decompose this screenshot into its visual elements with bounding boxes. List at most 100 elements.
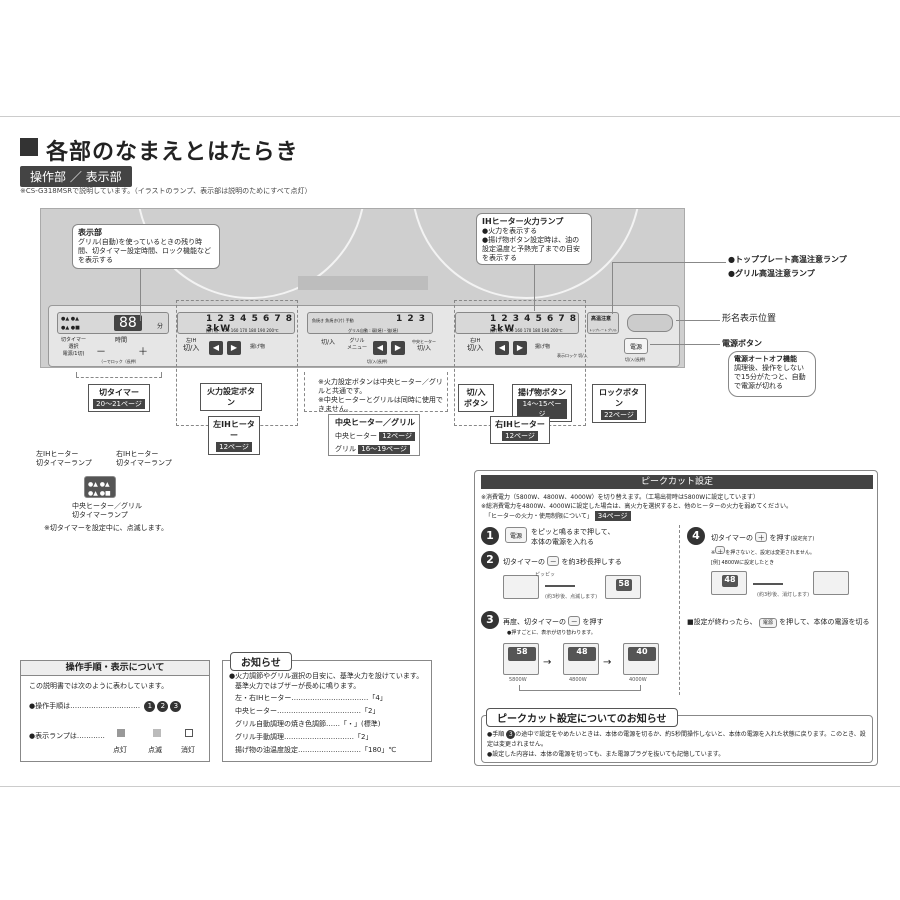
model-name-plate xyxy=(627,314,673,332)
model-note: ※CS-G318MSRで説明しています。（イラストのランプ、表示部は説明のために… xyxy=(20,187,312,195)
timer-lamps: ●▲ ●▲●▲ ●■ xyxy=(61,316,80,331)
procedure-title: 操作手順・表示について xyxy=(21,661,209,676)
high-temp-lamp-block: 高温注意 トップレート グリル xyxy=(587,312,619,334)
grill-auto-label: グリル自動 : 弱(焼)・強(焼) xyxy=(348,328,399,333)
center-onoff-button[interactable]: 切/入 xyxy=(321,339,336,346)
page-title: 各部のなまえとはたらき xyxy=(46,140,299,165)
step-2-icon: 2 xyxy=(481,551,499,569)
peak-info-title: ピークカット設定についてのお知らせ xyxy=(486,708,678,727)
ih-lamp-leader-line xyxy=(534,265,535,311)
left-down-arrow-icon[interactable]: ◀ xyxy=(209,341,223,355)
center-display: 魚焼き 魚焼き(片) 手動 1 2 3 グリル自動 : 弱(焼)・強(焼) xyxy=(307,312,433,334)
ih-lamp-callout: IHヒーター火力ランプ●火力を表示する●揚げ物ボタン設定時は、油の設定温度と予熱… xyxy=(476,213,592,265)
step-4-done-icon xyxy=(813,571,849,595)
right-fry-button[interactable]: 揚げ物 xyxy=(535,344,551,350)
procedure-lamps: ●表示ランプは………… xyxy=(29,732,105,740)
timer-minus-button[interactable]: － xyxy=(96,346,106,358)
title-square-icon xyxy=(20,138,38,156)
left-ih-display: 1 2 3 4 5 6 7 8 3kW 揚げ物 : 150 160 170 18… xyxy=(177,312,295,334)
grill-slot xyxy=(298,276,428,290)
step-1-icon: 1 xyxy=(481,527,499,545)
step-2-before-icon xyxy=(503,575,539,599)
plate-grill-label: トップレート グリル xyxy=(589,328,617,332)
right-power-levels: 1 2 3 4 5 6 7 8 3kW xyxy=(490,314,578,334)
grill-lamp-label: ●グリル高温注意ランプ xyxy=(728,269,815,278)
right-down-arrow-icon[interactable]: ◀ xyxy=(495,341,509,355)
top-plate-lamp-label: ●トッププレート高温注意ランプ xyxy=(728,255,847,264)
power-button[interactable]: 電源 xyxy=(624,338,648,354)
right-temp-scale: 揚げ物 : 150 160 170 180 190 200℃ xyxy=(490,328,563,333)
step-2-arrow xyxy=(545,585,575,587)
center-down-arrow-icon[interactable]: ◀ xyxy=(373,341,387,355)
power-sub-label: 切/入(長押) xyxy=(625,357,646,362)
off-lamp-icon xyxy=(185,729,193,737)
notice-title: お知らせ xyxy=(230,652,292,671)
left-temp-scale: 揚げ物 : 150 160 170 180 190 200℃ xyxy=(206,328,279,333)
right-ih-bracket xyxy=(454,300,586,426)
timer-lamp-legend: 左IHヒーター切タイマーランプ 右IHヒーター切タイマーランプ ●▲ ●▲●▲ … xyxy=(34,448,178,538)
digit-display: 88 xyxy=(114,315,142,331)
right-up-arrow-icon[interactable]: ▶ xyxy=(513,341,527,355)
step-4-set-icon: 48 xyxy=(711,571,747,595)
left-power-levels: 1 2 3 4 5 6 7 8 3kW xyxy=(206,314,294,334)
w5800-icon: 58 xyxy=(503,643,539,675)
center-up-arrow-icon[interactable]: ▶ xyxy=(391,341,405,355)
high-temp-label: 高温注意 xyxy=(591,316,612,322)
step-2-after-icon: 58 xyxy=(605,575,641,599)
center-bracket xyxy=(304,372,448,412)
blink-lamp-icon xyxy=(153,729,161,737)
bottom-divider xyxy=(0,786,900,787)
left-fry-button[interactable]: 揚げ物 xyxy=(250,344,266,350)
shared-note: ※火力設定ボタンは中央ヒーター／グリルと共通です。※中央ヒーターとグリルは同時に… xyxy=(318,378,443,413)
center-callout: 中央ヒーター／グリル 中央ヒーター 12ページ グリル 16〜19ページ xyxy=(328,414,420,456)
cycle-arrow-2: → xyxy=(603,657,612,668)
procedure-intro: この説明書では次のように表わしています。 xyxy=(29,682,169,690)
top-divider xyxy=(0,116,900,117)
display-leader-line xyxy=(140,269,141,321)
power-button-label: 電源ボタン xyxy=(722,339,762,348)
step-1-power-button[interactable]: 電源 xyxy=(505,527,527,543)
display-lock-label: 表示ロック 切/入 xyxy=(557,353,588,358)
step-4-icon: 4 xyxy=(687,527,705,545)
procedure-box: 操作手順・表示について この説明書では次のように表わしています。 ●操作手順は…… xyxy=(20,660,210,762)
timer-plus-button[interactable]: ＋ xyxy=(138,346,148,358)
peak-cut-box: ピークカット設定 ※消費電力（5800W、4800W、4000W）を切り替えます… xyxy=(474,470,878,766)
lamp-leader-line-v xyxy=(612,262,613,314)
minute-unit: 分 xyxy=(157,323,164,330)
auto-off-callout: 電源オートオフ機能調理後、操作をしないで15分がたつと、自動で電源が切れる xyxy=(728,351,816,397)
step-4-arrow xyxy=(753,583,783,585)
timer-sub-label: （ーでロック（長押） xyxy=(99,359,139,364)
section-subtitle: 操作部 ／ 表示部 xyxy=(20,166,132,187)
display-callout: 表示部グリル(自動)を使っているときの残り時間、切タイマー設定時間、ロック機能な… xyxy=(72,224,220,269)
display-block: ●▲ ●▲●▲ ●■ 88 分 xyxy=(57,312,169,334)
lamp-note: ※切タイマーを設定中に、点滅します。 xyxy=(44,524,168,532)
w4000-icon: 40 xyxy=(623,643,659,675)
timer-bracket xyxy=(76,372,162,378)
center-heater-button[interactable]: 中央ヒーター切/入 xyxy=(412,339,436,352)
cycle-return-line xyxy=(519,685,641,691)
onoff-button-label: 切/入ボタン xyxy=(458,384,494,412)
right-ih-display: 1 2 3 4 5 6 7 8 3kW 揚げ物 : 150 160 170 18… xyxy=(455,312,579,334)
left-up-arrow-icon[interactable]: ▶ xyxy=(227,341,241,355)
grill-menu-button[interactable]: グリルメニュー xyxy=(347,338,368,351)
model-position-label: 形名表示位置 xyxy=(722,314,777,324)
timer-lamp-icon: ●▲ ●▲●▲ ●■ xyxy=(84,476,116,498)
center-power-levels: 1 2 3 xyxy=(396,314,427,324)
notice-box: ●火力調節やグリル選択の目安に、基準火力を設けています。 基準火力ではブザーが長… xyxy=(222,660,432,762)
lamp-leader-line xyxy=(612,262,726,263)
peak-cut-title: ピークカット設定 xyxy=(481,475,873,489)
heat-setting-button-label: 火力設定ボタン xyxy=(200,383,262,411)
lit-lamp-icon xyxy=(117,729,125,737)
cycle-arrow-1: → xyxy=(543,657,552,668)
timer-select-label: 切タイマー選択電源/1切) xyxy=(61,337,87,357)
step-3-icon: 3 xyxy=(481,611,499,629)
step-divider xyxy=(679,525,680,695)
peak-info-2: ●設定した内容は、本体の電源を切っても、また電源プラグを抜いても記憶しています。 xyxy=(487,751,725,758)
